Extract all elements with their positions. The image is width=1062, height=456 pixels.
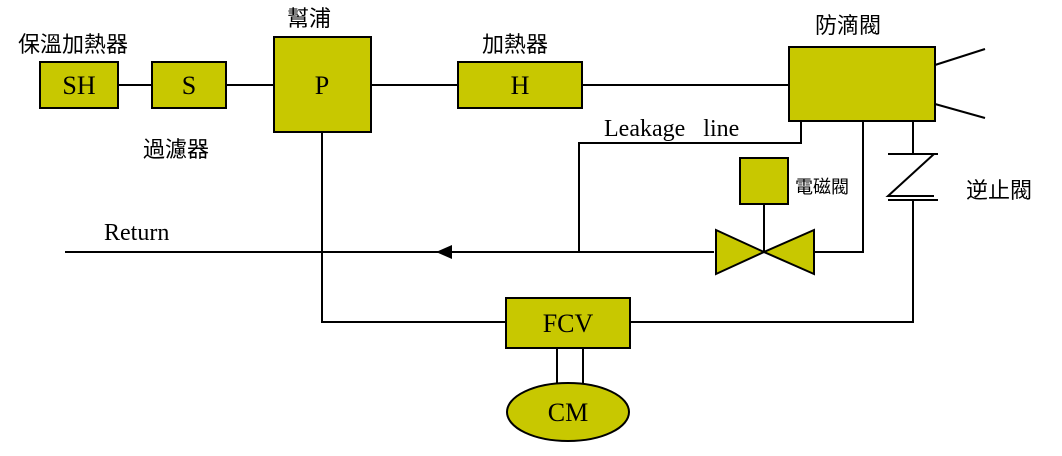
leakage-line	[578, 121, 802, 252]
filter-label: 過濾器	[143, 138, 209, 163]
component-sh: SH	[39, 61, 119, 109]
nozzle-line-bottom	[934, 103, 986, 119]
component-p: P	[273, 36, 372, 133]
nozzle-line-top	[934, 48, 986, 66]
return-label: Return	[104, 220, 169, 246]
line-fcv-to-check-valve	[630, 200, 914, 323]
leakage-line-label: Leakage line	[604, 116, 739, 142]
solenoid-valve-label: 電磁閥	[795, 177, 849, 198]
check-valve-symbol	[885, 153, 938, 201]
component-anti-drip-valve	[788, 46, 936, 122]
h-label: H	[511, 71, 530, 100]
check-valve-label: 逆止閥	[966, 179, 1032, 204]
component-solenoid-valve-body	[715, 228, 815, 276]
component-cm: CM	[506, 382, 630, 442]
p-label: P	[315, 71, 329, 100]
line-anti-drip-to-solenoid	[814, 121, 864, 253]
component-s: S	[151, 61, 227, 109]
line-p-to-fcv	[321, 132, 506, 323]
anti-drip-valve-label: 防滴閥	[815, 14, 881, 39]
s-label: S	[182, 71, 196, 100]
piping-lines	[65, 48, 986, 384]
heater-label: 加熱器	[482, 33, 548, 58]
component-h: H	[457, 61, 583, 109]
fcv-label: FCV	[543, 309, 594, 338]
sh-heater-label: 保溫加熱器	[18, 33, 128, 58]
component-fcv: FCV	[505, 297, 631, 349]
cm-label: CM	[548, 398, 588, 427]
component-solenoid-actuator	[739, 157, 789, 205]
pump-label: 幫浦	[287, 7, 331, 32]
sh-label: SH	[62, 71, 95, 100]
return-arrow	[436, 245, 452, 259]
